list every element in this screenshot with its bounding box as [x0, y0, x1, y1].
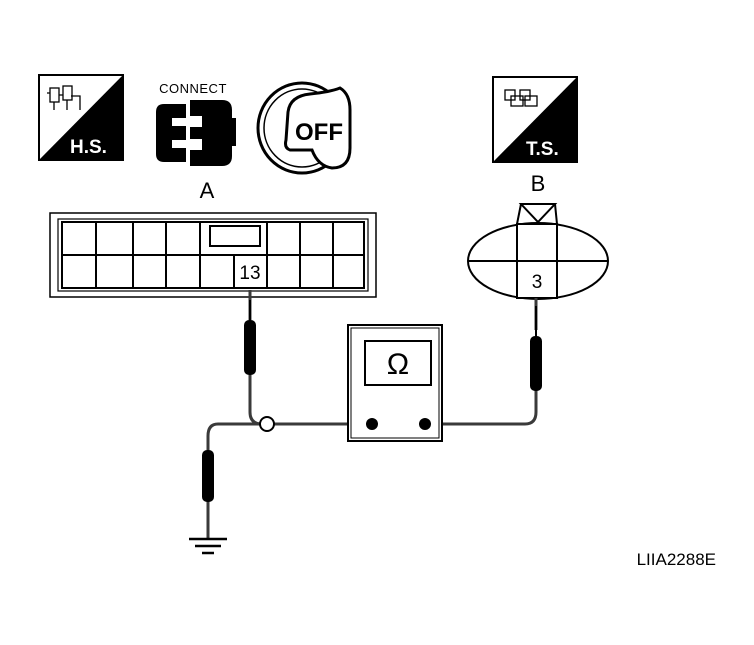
- ignition-key-off-icon: OFF: [256, 81, 352, 175]
- connector-b-label: B: [531, 171, 546, 196]
- probe-connector-b: [530, 306, 542, 391]
- ohm-symbol: Ω: [387, 348, 409, 381]
- connect-label: CONNECT: [159, 81, 227, 96]
- connector-icon: CONNECT: [156, 81, 236, 166]
- connector-a: 13: [49, 212, 377, 298]
- probe-connector-a: [244, 300, 256, 375]
- ignition-off-label: OFF: [295, 119, 343, 146]
- meter-terminal-right: [419, 418, 431, 430]
- terminal-side-icon: T.S.: [492, 76, 578, 163]
- harness-side-icon: H.S.: [38, 74, 124, 161]
- probe-ground: [202, 450, 214, 502]
- figure-code: LIIA2288E: [637, 550, 716, 569]
- connector-b-pin: 3: [532, 272, 543, 293]
- connector-b: 3: [467, 203, 609, 300]
- terminal-side-label: T.S.: [526, 139, 559, 160]
- wire-junction: [259, 416, 275, 432]
- ohmmeter-icon: Ω: [347, 324, 443, 442]
- connector-a-label: A: [200, 178, 215, 203]
- meter-terminal-left: [366, 418, 378, 430]
- connector-a-pin: 13: [239, 263, 260, 284]
- harness-side-label: H.S.: [70, 137, 107, 158]
- ground-icon: [189, 537, 227, 555]
